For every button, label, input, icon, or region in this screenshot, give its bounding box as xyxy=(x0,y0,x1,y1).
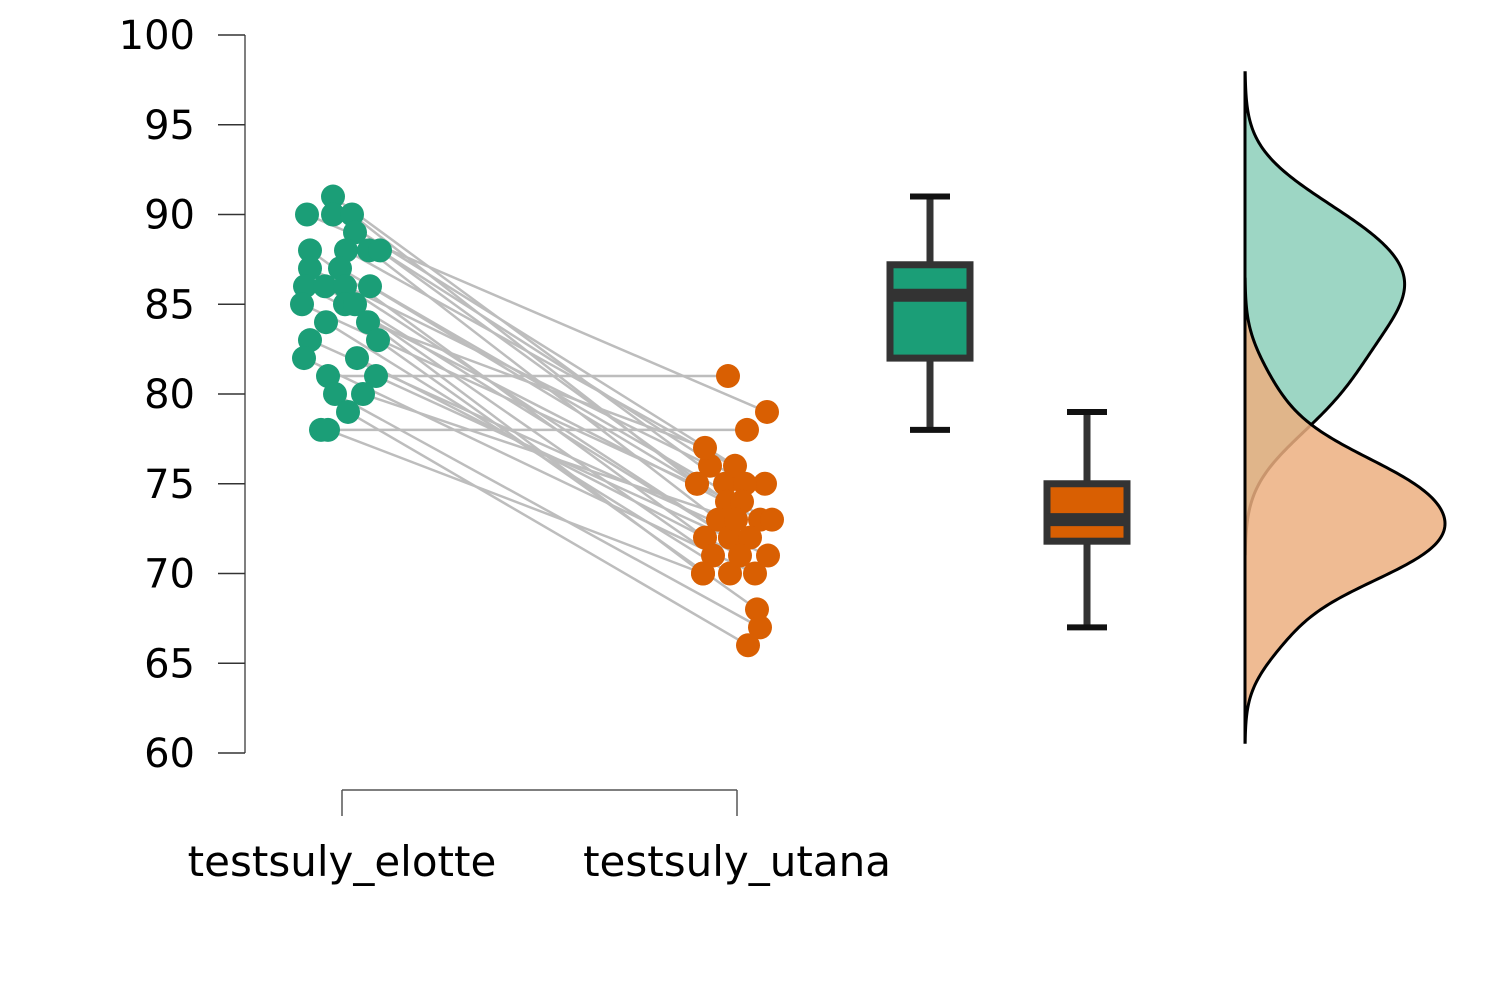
point-testsuly_utana xyxy=(718,561,742,586)
paired-line xyxy=(354,303,731,539)
density-curves xyxy=(1243,71,1447,744)
point-testsuly_elotte xyxy=(298,238,322,263)
point-testsuly_elotte xyxy=(321,184,345,209)
box-iqr xyxy=(1043,480,1131,545)
point-testsuly_elotte xyxy=(336,399,360,424)
x-category-label: testsuly_utana xyxy=(583,837,891,886)
point-testsuly_utana xyxy=(716,364,740,389)
paired-line xyxy=(309,249,706,539)
paired-line xyxy=(377,339,758,611)
data-points xyxy=(290,184,784,658)
y-tick-label: 85 xyxy=(144,282,195,328)
point-testsuly_utana xyxy=(724,507,748,532)
y-tick-label: 65 xyxy=(144,641,195,687)
y-tick-label: 100 xyxy=(119,13,195,59)
paired-line xyxy=(375,374,769,557)
x-category-label: testsuly_elotte xyxy=(188,837,497,886)
paired-line xyxy=(334,392,761,629)
point-testsuly_elotte xyxy=(313,274,337,299)
density-testsuly_utana xyxy=(1243,277,1447,744)
point-testsuly_elotte xyxy=(333,274,357,299)
point-testsuly_utana xyxy=(691,561,715,586)
paired-line xyxy=(332,213,736,467)
point-testsuly_utana xyxy=(745,597,769,622)
point-testsuly_utana xyxy=(723,453,747,478)
paired-line xyxy=(347,410,749,647)
point-testsuly_utana xyxy=(728,543,752,568)
point-testsuly_elotte xyxy=(343,292,367,317)
point-testsuly_elotte xyxy=(292,346,316,371)
boxplot-testsuly_elotte xyxy=(886,193,974,433)
point-testsuly_utana xyxy=(748,615,772,640)
point-testsuly_elotte xyxy=(316,417,340,442)
paired-line xyxy=(367,321,706,450)
point-testsuly_elotte xyxy=(340,202,364,227)
point-testsuly_utana xyxy=(753,471,777,496)
point-testsuly_elotte xyxy=(364,364,388,389)
point-testsuly_utana xyxy=(760,507,784,532)
paired-line xyxy=(332,195,726,485)
point-testsuly_elotte xyxy=(366,328,390,353)
point-testsuly_elotte xyxy=(323,382,347,406)
paired-line xyxy=(327,428,704,575)
point-testsuly_utana xyxy=(733,471,757,496)
boxplot-testsuly_utana xyxy=(1043,408,1131,631)
point-testsuly_utana xyxy=(736,633,760,658)
point-testsuly_elotte xyxy=(290,292,314,317)
box-iqr xyxy=(886,261,974,362)
point-testsuly_utana xyxy=(756,543,780,568)
y-tick-label: 95 xyxy=(144,103,195,149)
y-tick-label: 70 xyxy=(144,552,195,598)
point-testsuly_utana xyxy=(755,399,779,424)
point-testsuly_utana xyxy=(735,417,759,442)
paired-line xyxy=(362,392,737,521)
point-testsuly_utana xyxy=(701,543,725,568)
point-testsuly_elotte xyxy=(293,274,317,299)
point-testsuly_utana xyxy=(706,507,730,532)
paired-line xyxy=(379,249,746,485)
y-axis: 60 65 70 75 80 85 90 95 100 xyxy=(119,13,246,777)
boxplots xyxy=(886,193,1131,631)
point-testsuly_elotte xyxy=(295,202,319,227)
point-testsuly_utana xyxy=(743,561,767,586)
point-testsuly_elotte xyxy=(345,346,369,371)
point-testsuly_elotte xyxy=(356,310,380,335)
paired-line xyxy=(368,249,719,521)
y-tick-label: 60 xyxy=(144,731,195,777)
point-testsuly_elotte xyxy=(343,220,367,245)
point-testsuly_utana xyxy=(738,525,762,550)
point-testsuly_elotte xyxy=(314,310,338,335)
x-axis: testsuly_elotte testsuly_utana xyxy=(188,789,891,886)
point-testsuly_utana xyxy=(685,471,709,496)
point-testsuly_utana xyxy=(693,435,717,460)
point-testsuly_utana xyxy=(693,525,717,550)
point-testsuly_elotte xyxy=(358,274,382,299)
paired-line xyxy=(303,356,756,575)
point-testsuly_elotte xyxy=(321,202,345,227)
y-tick-label: 75 xyxy=(144,462,195,508)
point-testsuly_utana xyxy=(713,471,737,496)
y-tick-label: 90 xyxy=(144,193,195,239)
point-testsuly_elotte xyxy=(368,238,392,263)
y-tick-label: 80 xyxy=(144,372,195,418)
point-testsuly_elotte xyxy=(351,382,375,406)
